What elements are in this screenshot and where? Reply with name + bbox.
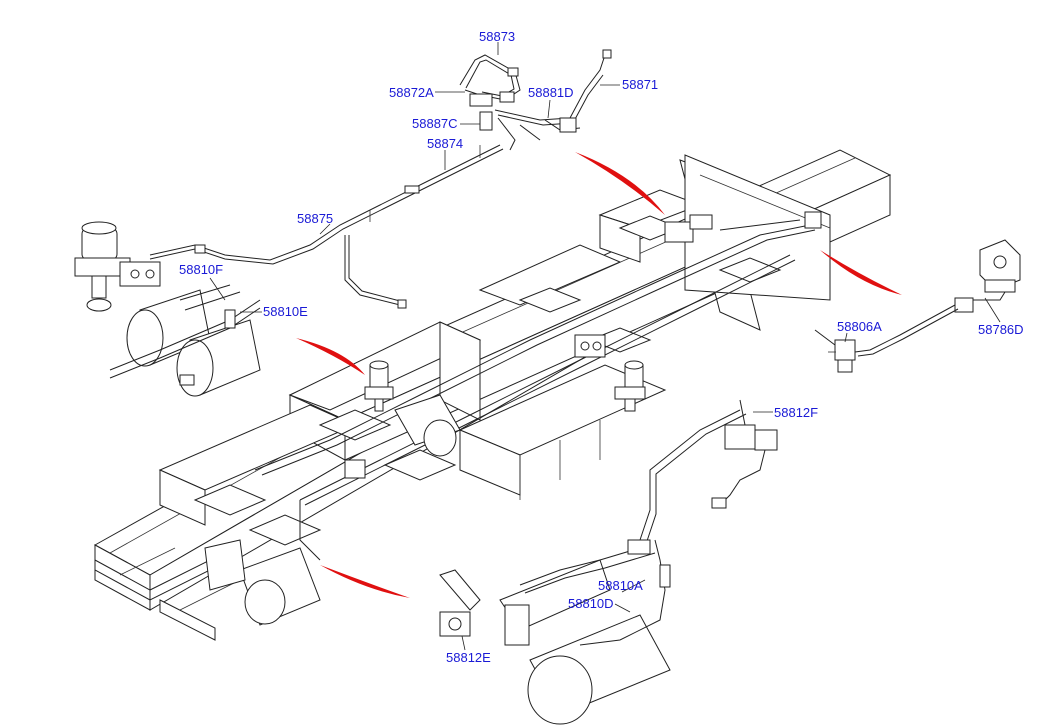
label-58786D[interactable]: 58786D <box>978 322 1024 337</box>
label-58810A[interactable]: 58810A <box>598 578 643 593</box>
label-58875[interactable]: 58875 <box>297 211 334 226</box>
valve-mid-left <box>344 360 461 479</box>
air-dryer-left <box>74 221 161 312</box>
valve-58806A <box>814 329 856 373</box>
label-58810E[interactable]: 58810E <box>263 304 308 319</box>
air-tanks-left <box>109 284 261 397</box>
brake-pedal <box>439 569 481 637</box>
label-58810D[interactable]: 58810D <box>568 596 614 611</box>
brake-chamber-front-right <box>499 544 671 725</box>
label-58810F[interactable]: 58810F <box>179 262 224 277</box>
brake-lines-main <box>254 224 816 561</box>
brake-chamber-front-left <box>204 539 321 626</box>
top-pipe-assembly <box>459 49 612 151</box>
sensor-58786D <box>854 239 1021 357</box>
label-58871[interactable]: 58871 <box>622 77 659 92</box>
valve-upper-right <box>664 211 822 243</box>
hose-front-right <box>579 539 671 646</box>
label-58872A[interactable]: 58872A <box>389 85 434 100</box>
label-58812F[interactable]: 58812F <box>774 405 819 420</box>
long-pipe-58875 <box>149 144 504 309</box>
front-end-bars <box>94 547 241 641</box>
valve-58812F <box>711 399 778 509</box>
label-58812E[interactable]: 58812E <box>446 650 491 665</box>
label-58874[interactable]: 58874 <box>427 136 464 151</box>
label-58881D[interactable]: 58881D <box>528 85 574 100</box>
label-58806A[interactable]: 58806A <box>837 319 882 334</box>
leader-lines <box>209 42 1001 651</box>
label-58873[interactable]: 58873 <box>479 29 516 44</box>
label-58887C[interactable]: 58887C <box>412 116 458 131</box>
valve-mid-right <box>574 334 646 412</box>
